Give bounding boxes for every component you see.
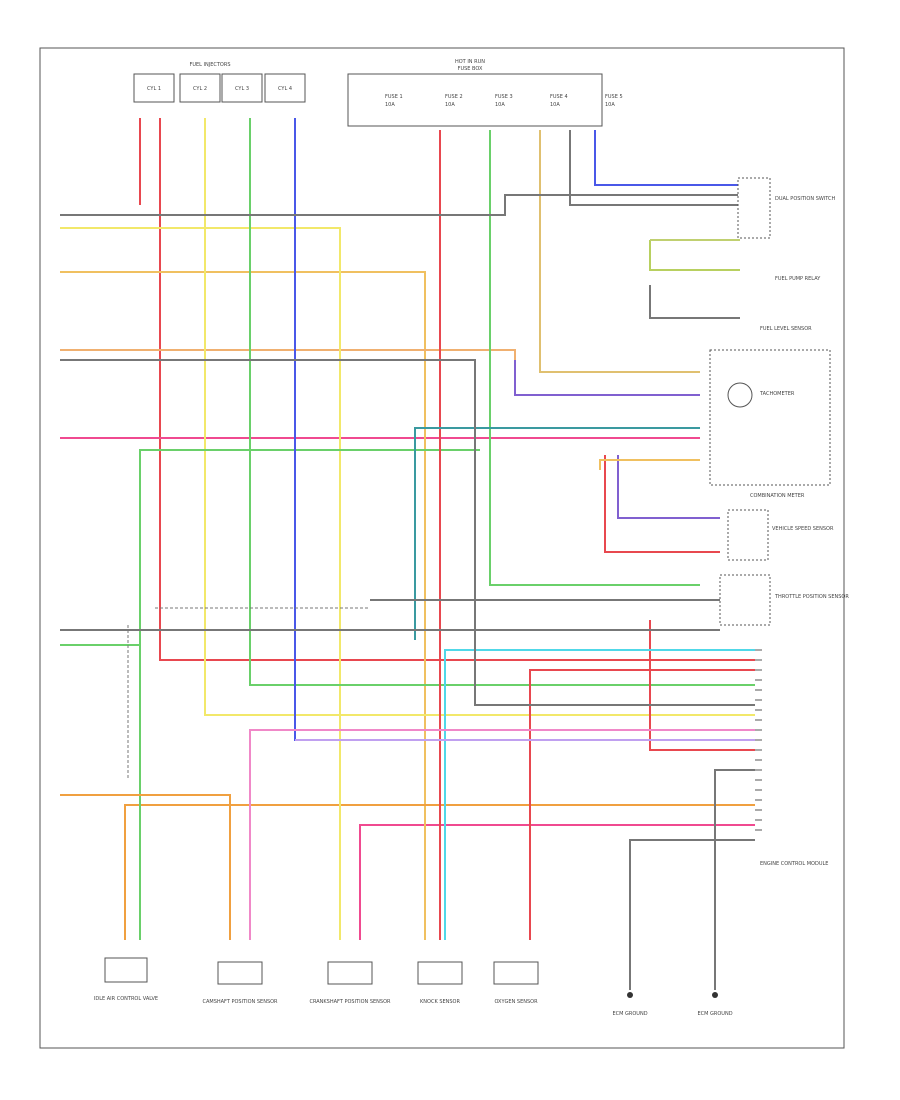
dual-position-switch-label: DUAL POSITION SWITCH — [775, 196, 836, 202]
fuse-amps-5: 10A — [605, 102, 615, 108]
ecm-connector — [755, 649, 762, 831]
crankshaft-position-sensor-box — [327, 961, 373, 985]
fuse-box-title: HOT IN RUN — [455, 59, 485, 65]
wire-gray-5 — [649, 285, 740, 319]
ground-icon-2 — [712, 992, 718, 998]
injector-label-4: CYL 4 — [278, 86, 292, 92]
idle-air-control-valve-box — [104, 957, 148, 983]
ground-label-1: ECM GROUND — [612, 1011, 647, 1017]
wire-orange-1 — [124, 804, 755, 940]
engine-control-module-label: ENGINE CONTROL MODULE — [760, 861, 828, 867]
fuel-pump-relay-label: FUEL PUMP RELAY — [775, 276, 821, 282]
wire-olive-1 — [649, 240, 740, 271]
bottom-components: IDLE AIR CONTROL VALVE CAMSHAFT POSITION… — [94, 957, 733, 1017]
fuse-label-1: FUSE 1 — [385, 94, 403, 100]
wire-gray-dashed — [127, 607, 370, 780]
fuse-amps-4: 10A — [550, 102, 560, 108]
wire-tan-2 — [539, 130, 700, 373]
fuse-label-2: FUSE 2 — [445, 94, 463, 100]
wire-orange-2 — [60, 349, 516, 360]
vehicle-speed-sensor-label: VEHICLE SPEED SENSOR — [772, 526, 834, 532]
combination-meter-box — [709, 349, 831, 486]
wire-green-3 — [139, 449, 480, 940]
injector-box-4 — [264, 73, 306, 103]
fuse-label-4: FUSE 4 — [550, 94, 568, 100]
vehicle-speed-sensor-box — [727, 509, 769, 561]
wire-green-2 — [489, 130, 700, 586]
wire-gray-7 — [714, 769, 755, 990]
wire-red-4 — [604, 455, 720, 553]
wire-teal-1 — [414, 427, 700, 640]
fuse-box — [347, 73, 603, 127]
wire-blue-2 — [594, 130, 740, 186]
wire-pink-3 — [249, 729, 755, 940]
injector-box-2 — [179, 73, 221, 103]
fuse-box-subtitle: FUSE BOX — [458, 66, 483, 72]
wire-pink-2 — [359, 824, 755, 940]
wire-tan-3 — [599, 459, 700, 470]
wire-violet-1 — [514, 360, 700, 396]
injector-label-2: CYL 2 — [193, 86, 207, 92]
wire-red-3 — [529, 669, 755, 940]
dual-position-switch-box — [737, 177, 771, 239]
fuse-amps-3: 10A — [495, 102, 505, 108]
wire-yellow-2 — [60, 227, 341, 940]
wire-red-5 — [649, 620, 755, 751]
injector-box-3 — [221, 73, 263, 103]
camshaft-position-sensor-label: CAMSHAFT POSITION SENSOR — [202, 999, 278, 1005]
wire-gray-4 — [569, 130, 740, 206]
throttle-position-sensor-box — [719, 574, 771, 626]
combination-meter-label: COMBINATION METER — [750, 493, 805, 499]
fuse-amps-1: 10A — [385, 102, 395, 108]
knock-sensor-label: KNOCK SENSOR — [420, 999, 460, 1005]
fuse-label-3: FUSE 3 — [495, 94, 513, 100]
wire-gray-1 — [60, 194, 740, 216]
wire-tan-1 — [60, 271, 426, 940]
tachometer-label: TACHOMETER — [759, 391, 795, 397]
fuse-label-5: FUSE 5 — [605, 94, 623, 100]
injector-group: CYL 1 CYL 2 CYL 3 CYL 4 — [133, 73, 306, 103]
idle-air-control-valve-label: IDLE AIR CONTROL VALVE — [94, 996, 158, 1002]
oxygen-sensor-label: OXYGEN SENSOR — [494, 999, 538, 1005]
injector-label-1: CYL 1 — [147, 86, 161, 92]
fuel-level-sensor-label: FUEL LEVEL SENSOR — [760, 326, 812, 332]
wire-gray-6 — [629, 839, 755, 990]
wire-yellow-1 — [204, 118, 755, 716]
injector-box-1 — [133, 73, 175, 103]
fuse-labels: FUSE 1 10A FUSE 2 10A FUSE 3 10A FUSE 4 … — [385, 94, 623, 108]
oxygen-sensor-box — [493, 961, 539, 985]
wire-green-1 — [249, 118, 755, 686]
fuel-injectors-title: FUEL INJECTORS — [189, 62, 230, 68]
crankshaft-position-sensor-label: CRANKSHAFT POSITION SENSOR — [309, 999, 391, 1005]
ground-icon-1 — [627, 992, 633, 998]
right-components: DUAL POSITION SWITCH FUEL PUMP RELAY FUE… — [709, 177, 849, 867]
ground-label-2: ECM GROUND — [697, 1011, 732, 1017]
knock-sensor-box — [417, 961, 463, 985]
fuse-amps-2: 10A — [445, 102, 455, 108]
wire-violet-2 — [617, 455, 720, 519]
diagram-border — [39, 47, 845, 1049]
wire-set — [60, 118, 755, 990]
wire-gray-2 — [60, 359, 755, 706]
wire-cyan-1 — [444, 649, 755, 940]
camshaft-position-sensor-box — [217, 961, 263, 985]
injector-label-3: CYL 3 — [235, 86, 249, 92]
wire-orange-3 — [60, 794, 231, 940]
tachometer-gauge-icon — [727, 382, 753, 408]
throttle-position-sensor-label: THROTTLE POSITION SENSOR — [774, 594, 849, 600]
wire-red-1 — [139, 118, 755, 661]
